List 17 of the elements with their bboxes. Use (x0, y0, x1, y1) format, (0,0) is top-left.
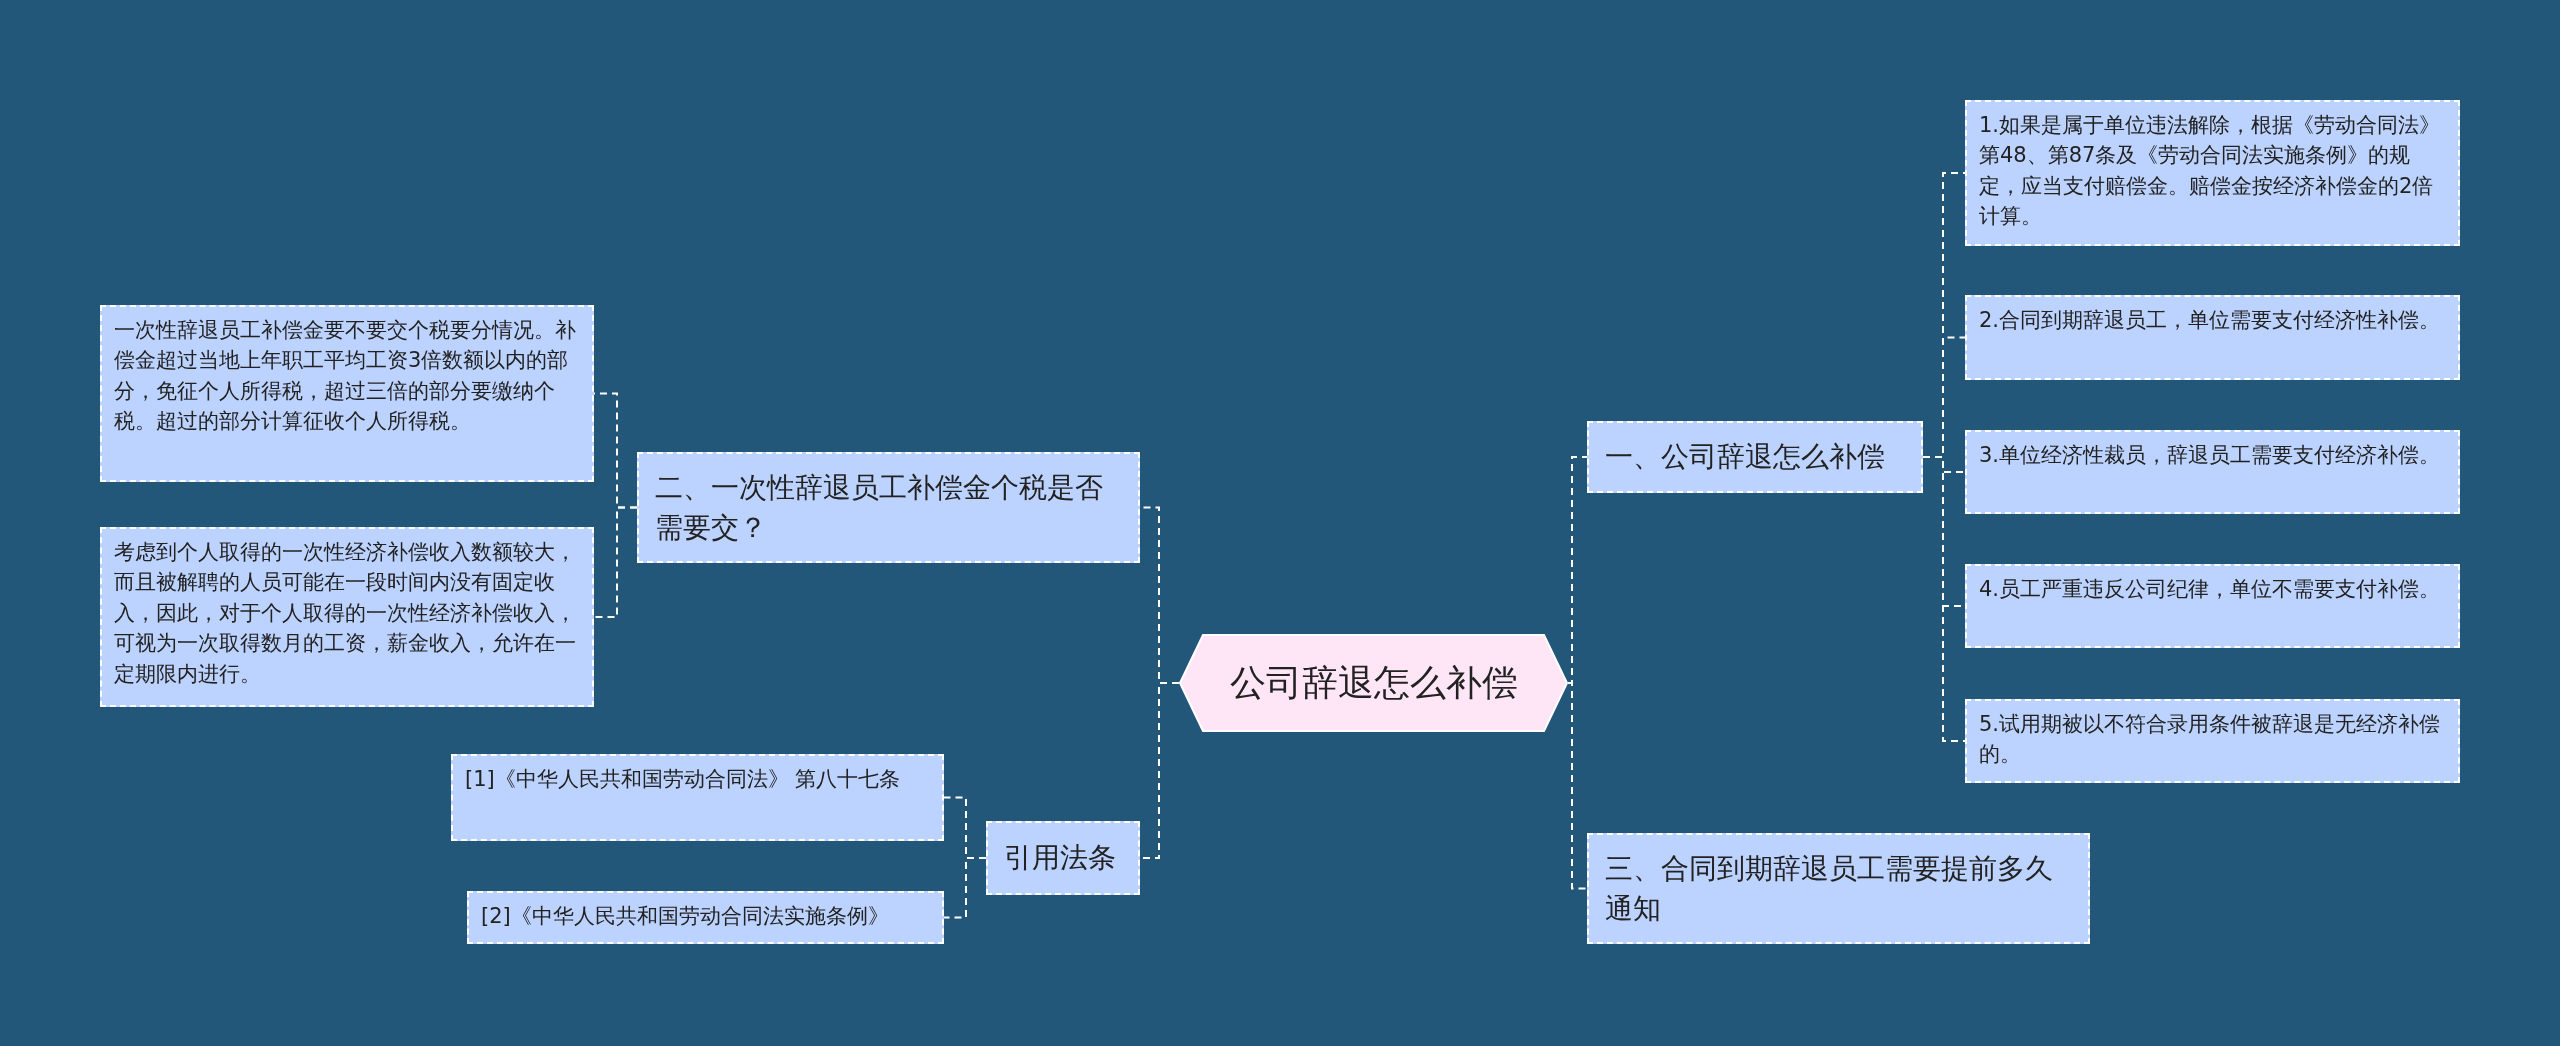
connector-line (1922, 456, 1966, 742)
topic-box: 引用法条 (986, 821, 1140, 895)
subtopic-box: 4.员工严重违反公司纪律，单位不需要支付补偿。 (1965, 564, 2460, 648)
subtopic-box: 3.单位经济性裁员，辞退员工需要支付经济补偿。 (1965, 430, 2460, 514)
subtopic-box: 5.试用期被以不符合录用条件被辞退是无经济补偿的。 (1965, 699, 2460, 783)
central-topic-hexagon: 公司辞退怎么补偿 (1179, 634, 1568, 732)
subtopic-box: 一次性辞退员工补偿金要不要交个税要分情况。补偿金超过当地上年职工平均工资3倍数额以内的部分，免征个人所得税，超过三倍的部分要缴纳个税。超过的部分计算征收个人所得税。 (100, 305, 594, 482)
topic-box: 三、合同到期辞退员工需要提前多久通知 (1587, 833, 2090, 944)
subtopic-box: 2.合同到期辞退员工，单位需要支付经济性补偿。 (1965, 295, 2460, 380)
topic-box: 一、公司辞退怎么补偿 (1587, 421, 1923, 493)
topic-box: 二、一次性辞退员工补偿金个税是否需要交？ (637, 452, 1140, 563)
subtopic-box: [2]《中华人民共和国劳动合同法实施条例》 (467, 891, 944, 944)
subtopic-box: 1.如果是属于单位违法解除，根据《劳动合同法》第48、第87条及《劳动合同法实施条例》的规定，应当支付赔偿金。赔偿金按经济补偿金的2倍计算。 (1965, 100, 2460, 246)
connector-line (943, 857, 987, 919)
subtopic-box: [1]《中华人民共和国劳动合同法》 第八十七条 (451, 754, 944, 841)
subtopic-box: 考虑到个人取得的一次性经济补偿收入数额较大，而且被解聘的人员可能在一段时间内没有固定收入，因此，对于个人取得的一次性经济补偿收入，可视为一次取得数月的工资，薪金收入，允许在一定期限内进行。 (100, 527, 594, 707)
connector-line (593, 506, 638, 618)
